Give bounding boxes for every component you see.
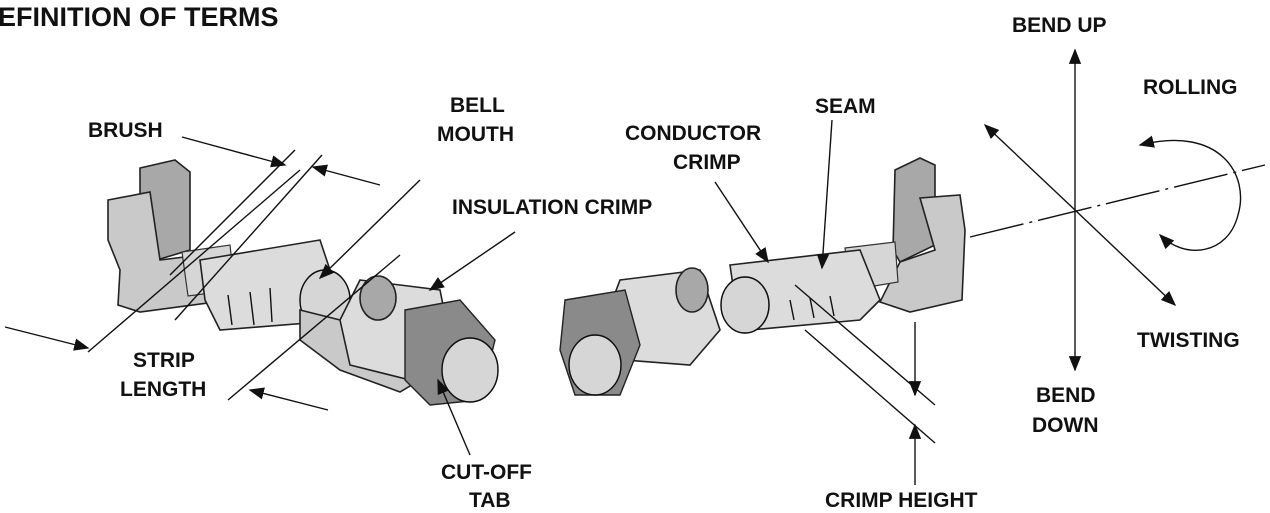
label-seam: SEAM — [815, 95, 876, 118]
page-title: EFINITION OF TERMS — [0, 2, 279, 32]
label-insulation-crimp: INSULATION CRIMP — [452, 196, 652, 219]
label-conductor-crimp-line2: CRIMP — [673, 151, 741, 174]
right-terminal — [559, 157, 966, 396]
label-strip-length-line1: STRIP — [133, 349, 195, 372]
label-twisting: TWISTING — [1137, 329, 1240, 352]
label-crimp-height: CRIMP HEIGHT — [825, 489, 978, 512]
label-bend-down-line2: DOWN — [1032, 414, 1099, 437]
left-leaders — [4, 136, 516, 456]
label-cut-off-tab-line1: CUT-OFF — [441, 461, 532, 484]
right-leaders — [714, 119, 936, 485]
label-cut-off-tab-line2: TAB — [469, 489, 511, 512]
label-bend-up: BEND UP — [1012, 14, 1107, 37]
label-brush: BRUSH — [88, 119, 163, 142]
motion-axis-symbol — [969, 48, 1266, 372]
label-bend-down-line1: BEND — [1036, 384, 1096, 407]
label-bell-mouth-line2: MOUTH — [437, 123, 514, 146]
label-conductor-crimp-line1: CONDUCTOR — [625, 122, 761, 145]
label-strip-length-line2: LENGTH — [120, 378, 206, 401]
left-terminal — [107, 159, 499, 406]
label-bell-mouth-line1: BELL — [450, 94, 505, 117]
label-rolling: ROLLING — [1143, 76, 1238, 99]
